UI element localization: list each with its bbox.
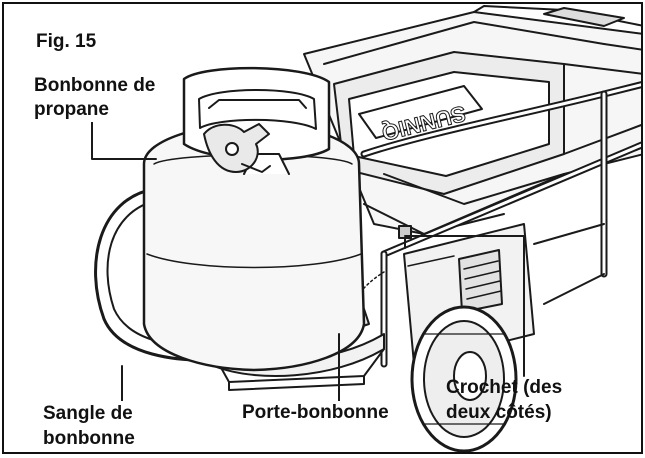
leader-lines bbox=[91, 121, 525, 403]
generator-illustration: SUNNIQ bbox=[91, 5, 641, 452]
tank-strap-label-line-1: Sangle de bbox=[43, 403, 133, 424]
tank-carrier-label: Porte-bonbonne bbox=[240, 401, 391, 424]
brand-plate bbox=[358, 85, 483, 139]
tank-strap-label-line-2: bonbonne bbox=[43, 428, 135, 449]
figure-number: Fig. 15 bbox=[36, 31, 97, 52]
hook-label-line-2: deux côtés) bbox=[446, 402, 552, 423]
tank-strap-label: Sangle de bonbonne bbox=[41, 401, 137, 451]
hook-label-line-1: Crochet (des bbox=[446, 377, 563, 398]
propane-tank-label-line-1: Bonbonne de bbox=[34, 75, 156, 96]
hook-label: Crochet (des deux côtés) bbox=[444, 375, 564, 425]
propane-tank-label: Bonbonne de propane bbox=[32, 74, 158, 122]
propane-tank bbox=[142, 66, 366, 372]
wheel bbox=[410, 305, 518, 452]
propane-tank-label-line-2: propane bbox=[34, 99, 109, 120]
